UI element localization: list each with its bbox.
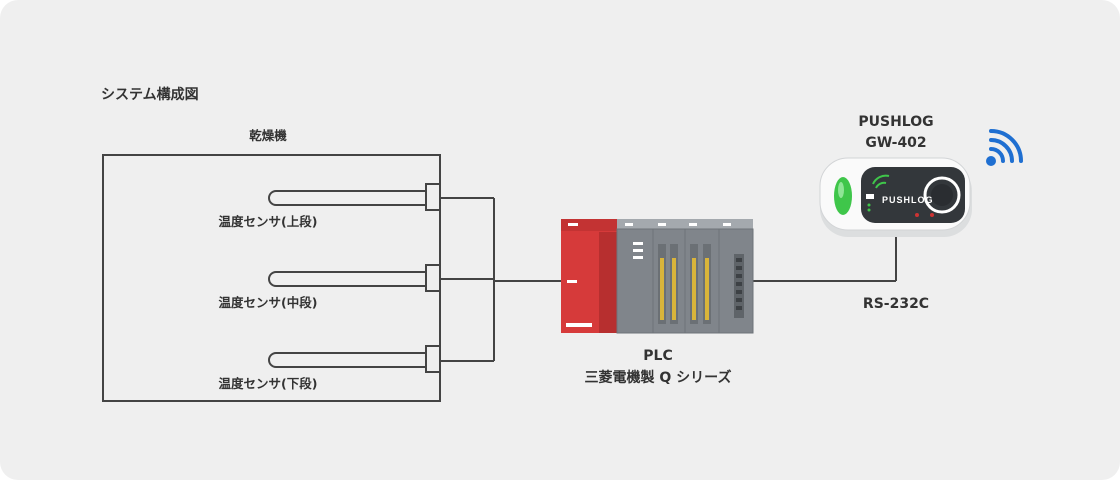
gateway-device-logo: PUSHLOG [882, 195, 934, 205]
gateway-device [819, 157, 972, 237]
sensor-probe-middle [268, 264, 441, 292]
plc-cpu-module [616, 228, 654, 334]
plc-label-line2: 三菱電機製 Q シリーズ [584, 370, 732, 386]
page-title: システム構成図 [101, 87, 199, 103]
dryer-label: 乾燥機 [249, 128, 287, 143]
sensor-probe-upper [268, 183, 441, 211]
plc-io-module-2 [684, 223, 720, 334]
sensor-wiring [440, 197, 561, 362]
plc-label-line1: PLC [643, 348, 673, 364]
sensor-middle-label: 温度センサ(中段) [218, 295, 318, 310]
sensor-probe-lower [268, 345, 441, 373]
gateway-status-led [834, 177, 852, 215]
sensor-upper-label: 温度センサ(上段) [218, 214, 318, 229]
rs232c-label: RS-232C [862, 296, 930, 312]
sensor-lower-label: 温度センサ(下段) [218, 376, 318, 391]
rs232c-cable [753, 236, 897, 282]
gateway-label-line2: GW-402 [865, 135, 927, 151]
plc-unit [561, 219, 754, 334]
wifi-icon [986, 129, 1023, 166]
plc-io-module-1 [652, 223, 686, 334]
gateway-label-line1: PUSHLOG [858, 114, 934, 130]
plc-comm-module [718, 223, 754, 334]
